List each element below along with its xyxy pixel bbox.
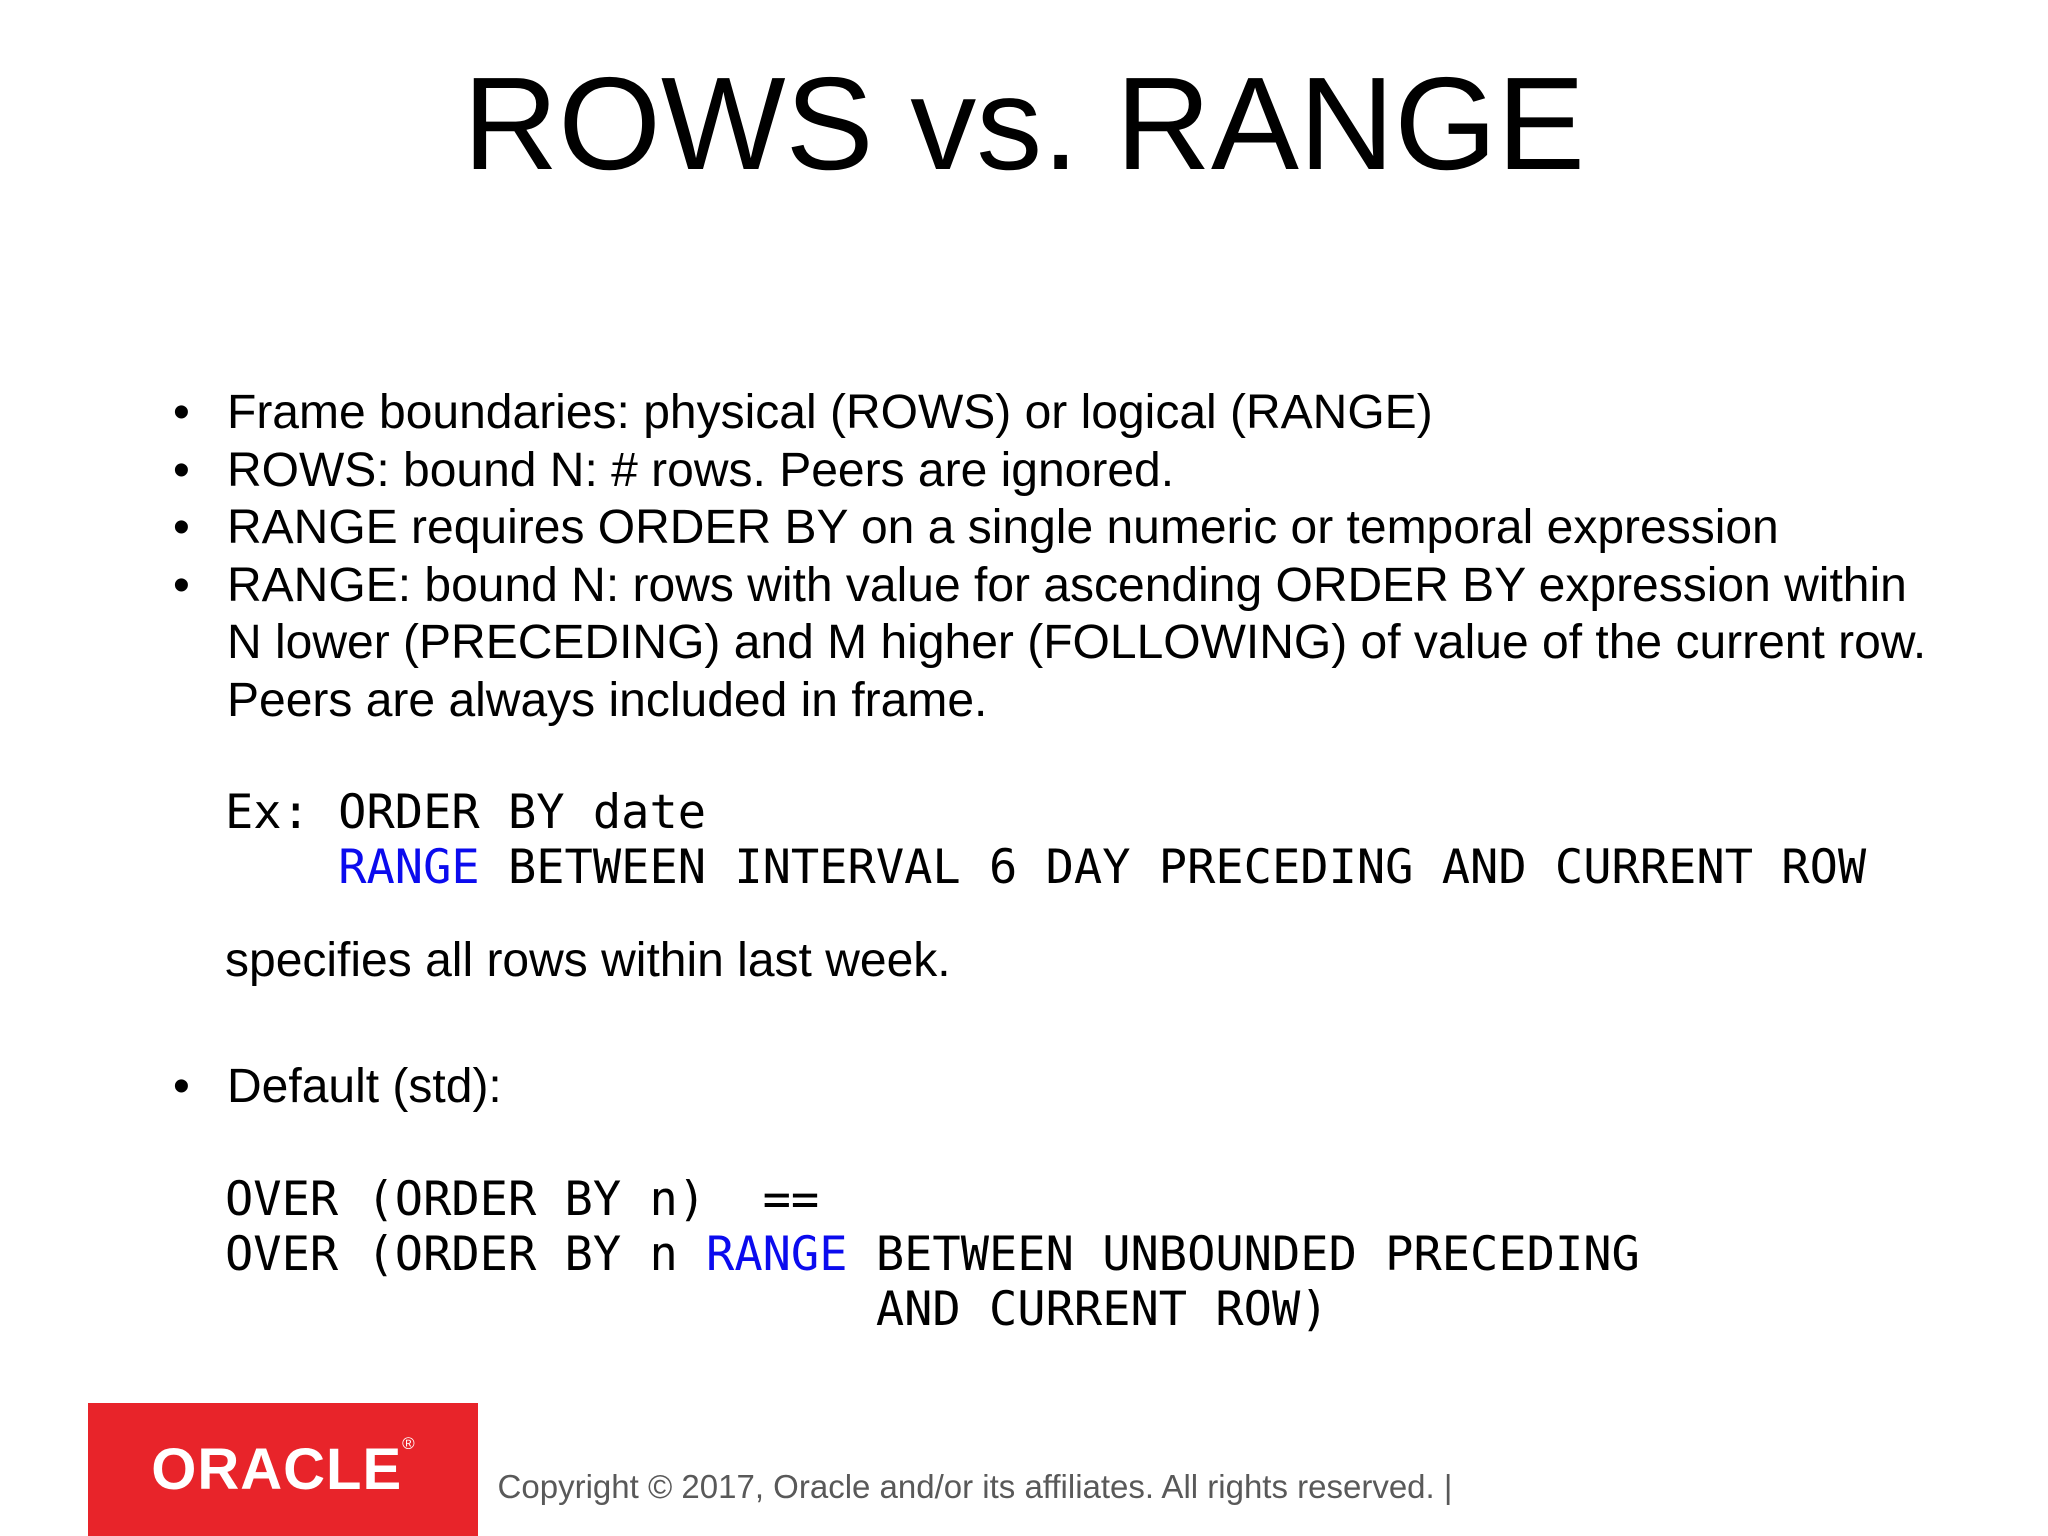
- bullet-dot: •: [173, 558, 190, 612]
- bullet-text: Frame boundaries: physical (ROWS) or log…: [227, 386, 1433, 439]
- copyright-text: Copyright © 2017, Oracle and/or its affi…: [497, 1468, 1453, 1505]
- code-text: BETWEEN INTERVAL 6 DAY PRECEDING AND CUR…: [479, 840, 1867, 895]
- bullet-text: Default (std):: [227, 1060, 502, 1113]
- oracle-logo-text: ORACLE: [151, 1436, 403, 1502]
- bullet-item-range-bound: • RANGE: bound N: rows with value for as…: [163, 557, 2023, 730]
- bullet-text: ROWS: bound N: # rows. Peers are ignored…: [227, 443, 1175, 497]
- code-example-block: Ex: ORDER BY date RANGE BETWEEN INTERVAL…: [225, 785, 1866, 895]
- code-text: BETWEEN UNBOUNDED PRECEDING AND CURRENT …: [875, 1227, 1640, 1337]
- registered-trademark-mark: ®: [402, 1434, 415, 1453]
- example-note: specifies all rows within last week.: [225, 934, 951, 987]
- bullet-text: RANGE: bound N: rows with value for asce…: [227, 558, 1927, 727]
- code-keyword-range: RANGE: [338, 840, 480, 895]
- code-keyword-range: RANGE: [706, 1227, 848, 1282]
- bullet-text: RANGE requires ORDER BY on a single nume…: [227, 501, 1779, 554]
- bullet-dot: •: [173, 501, 190, 554]
- oracle-logo: ORACLE ®: [88, 1403, 478, 1536]
- bullet-dot: •: [173, 443, 190, 497]
- bullet-item-frame-boundaries: • Frame boundaries: physical (ROWS) or l…: [163, 384, 2023, 442]
- bullet-item-default-std: • Default (std):: [163, 1058, 1963, 1116]
- code-text: Ex: ORDER BY date: [225, 785, 707, 840]
- bullet-item-rows: • ROWS: bound N: # rows. Peers are ignor…: [163, 442, 2023, 500]
- slide-title: ROWS vs. RANGE: [462, 50, 1586, 197]
- bullet-dot: •: [173, 386, 190, 439]
- bullet-list: • Frame boundaries: physical (ROWS) or l…: [163, 384, 2023, 729]
- bullet-dot: •: [173, 1060, 190, 1113]
- bullet-item-range-requires: • RANGE requires ORDER BY on a single nu…: [163, 499, 2023, 557]
- code-default-block: OVER (ORDER BY n) == OVER (ORDER BY n RA…: [225, 1172, 1640, 1337]
- bullet-list-default: • Default (std):: [163, 1058, 1963, 1116]
- code-text: OVER (ORDER BY n) == OVER (ORDER BY n: [225, 1172, 820, 1282]
